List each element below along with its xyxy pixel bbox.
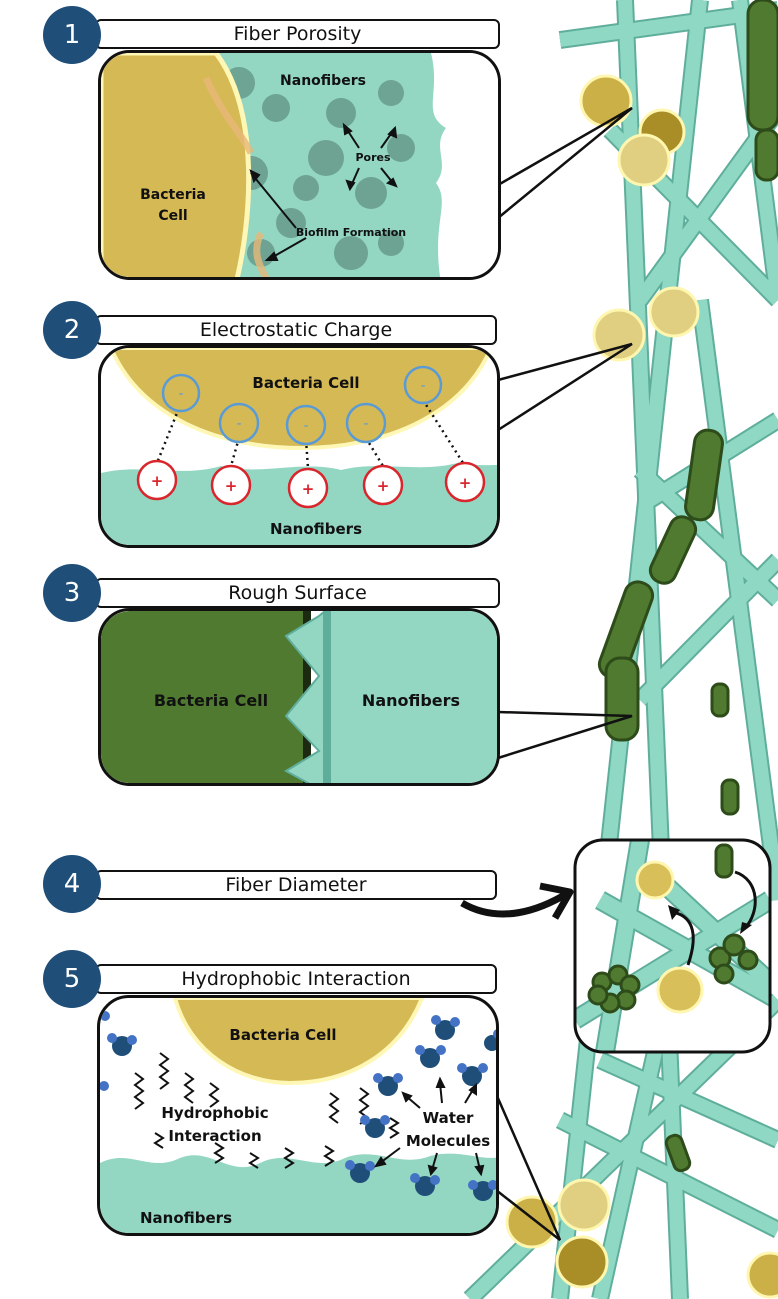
section-1-badge: 1: [43, 6, 101, 64]
negative-charge-3: -: [303, 418, 308, 434]
hydrophobic-interaction-illustration: Bacteria Cell Hydrophobic Interaction Wa…: [100, 998, 496, 1233]
section-2-title: Electrostatic Charge: [95, 315, 497, 345]
panel1-biofilm-label: Biofilm Formation: [296, 226, 406, 239]
panel3-bacteria-label: Bacteria Cell: [154, 691, 268, 710]
panel5-hydrophobic-label-line1: Hydrophobic: [161, 1104, 268, 1122]
positive-charge-5: +: [459, 474, 472, 492]
section-3-title: Rough Surface: [95, 578, 500, 608]
positive-charge-1: +: [151, 472, 164, 490]
rough-surface-panel: Bacteria Cell Nanofibers: [98, 608, 500, 786]
panel5-water-label-line2: Molecules: [406, 1132, 490, 1150]
panel5-hydrophobic-label-line2: Interaction: [168, 1127, 261, 1145]
panel1-bacteria-label-line2: Cell: [158, 208, 187, 224]
positive-charge-2: +: [225, 477, 238, 495]
section-1-title: Fiber Porosity: [95, 19, 500, 49]
positive-charge-3: +: [302, 480, 315, 498]
section-4-badge: 4: [43, 855, 101, 913]
panel5-water-label-line1: Water: [423, 1109, 474, 1127]
section-4-title: Fiber Diameter: [95, 870, 497, 900]
positive-charge-4: +: [377, 477, 390, 495]
section-5-title: Hydrophobic Interaction: [95, 964, 497, 994]
hydrophobic-interaction-panel: Bacteria Cell Hydrophobic Interaction Wa…: [97, 995, 499, 1236]
negative-charge-2: -: [236, 416, 241, 432]
panel5-bacteria-label: Bacteria Cell: [229, 1026, 336, 1044]
panel1-pores-label: Pores: [355, 151, 391, 164]
panel3-nanofibers-label: Nanofibers: [362, 691, 460, 710]
panel2-nanofibers-label: Nanofibers: [270, 520, 362, 538]
negative-charge-4: -: [363, 416, 368, 432]
fiber-porosity-panel: Nanofibers Bacteria Cell Pores Biofilm F…: [98, 50, 501, 280]
section-3-badge: 3: [43, 564, 101, 622]
fiber-porosity-illustration: Nanofibers Bacteria Cell Pores Biofilm F…: [101, 53, 498, 277]
panel1-nanofibers-label: Nanofibers: [280, 73, 366, 89]
panel1-bacteria-label-line1: Bacteria: [140, 187, 206, 203]
rough-surface-illustration: Bacteria Cell Nanofibers: [101, 611, 497, 783]
negative-charge-5: -: [420, 378, 425, 394]
electrostatic-charge-panel: - - - - - + + + + + Bacteria Cell Nanofi…: [98, 345, 500, 548]
section-2-badge: 2: [43, 301, 101, 359]
panel2-bacteria-label: Bacteria Cell: [252, 374, 359, 392]
section-5-badge: 5: [43, 950, 101, 1008]
negative-charge-1: -: [178, 386, 183, 402]
panel5-nanofibers-label: Nanofibers: [140, 1209, 232, 1227]
electrostatic-charge-illustration: - - - - - + + + + + Bacteria Cell Nanofi…: [101, 348, 497, 545]
